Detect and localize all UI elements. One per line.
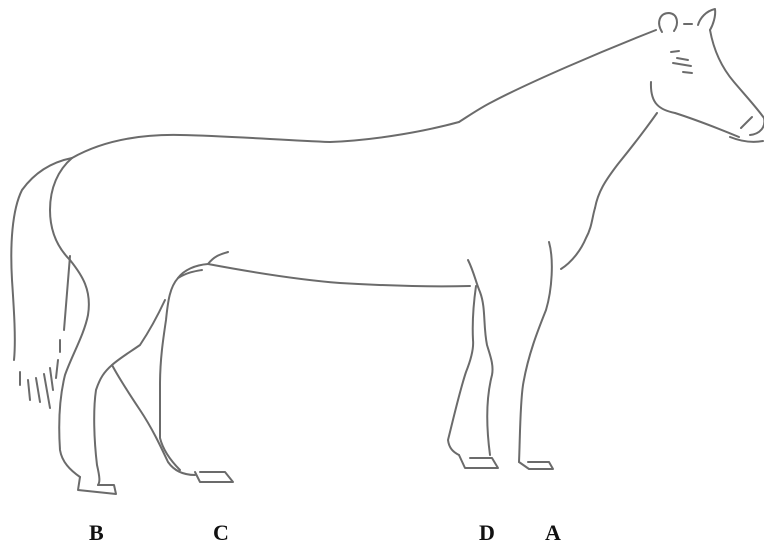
- horse-back-line: [71, 121, 460, 159]
- horse-neck-crest: [458, 29, 657, 123]
- horse-throat: [594, 112, 658, 209]
- horse-ear-right: [697, 8, 717, 31]
- horse-jaw: [649, 81, 740, 138]
- horse-chest: [560, 207, 596, 270]
- horse-eye: [670, 50, 693, 74]
- horse-hindleg-c: [159, 263, 209, 471]
- horse-stifle-fold: [177, 269, 203, 279]
- horse-hoof-a: [518, 461, 554, 470]
- leg-label-d: D: [479, 520, 495, 545]
- horse-belly: [207, 263, 471, 288]
- horse-foreleg-d: [467, 259, 494, 456]
- horse-tail: [10, 157, 73, 409]
- horse-hindleg-b-back: [58, 259, 90, 478]
- horse-hoof-b: [77, 476, 117, 495]
- horse-outline: [10, 8, 764, 495]
- horse-hoof-d: [458, 454, 499, 469]
- horse-hindleg-b: [93, 299, 166, 486]
- horse-hindleg-c-back: [111, 364, 196, 476]
- horse-tail-inner: [59, 255, 71, 353]
- leg-label-a: A: [545, 520, 561, 545]
- horse-hindquarter: [49, 157, 73, 261]
- leg-label-b: B: [89, 520, 104, 545]
- horse-stifle: [207, 251, 229, 265]
- horse-hoof-c: [194, 471, 234, 483]
- horse-face-profile: [709, 29, 764, 136]
- horse-foreleg-a: [518, 241, 553, 463]
- leg-label-c: C: [213, 520, 229, 545]
- horse-ear-left: [658, 12, 678, 33]
- horse-foreleg-d-back: [447, 285, 477, 456]
- horse-mouth: [729, 116, 764, 143]
